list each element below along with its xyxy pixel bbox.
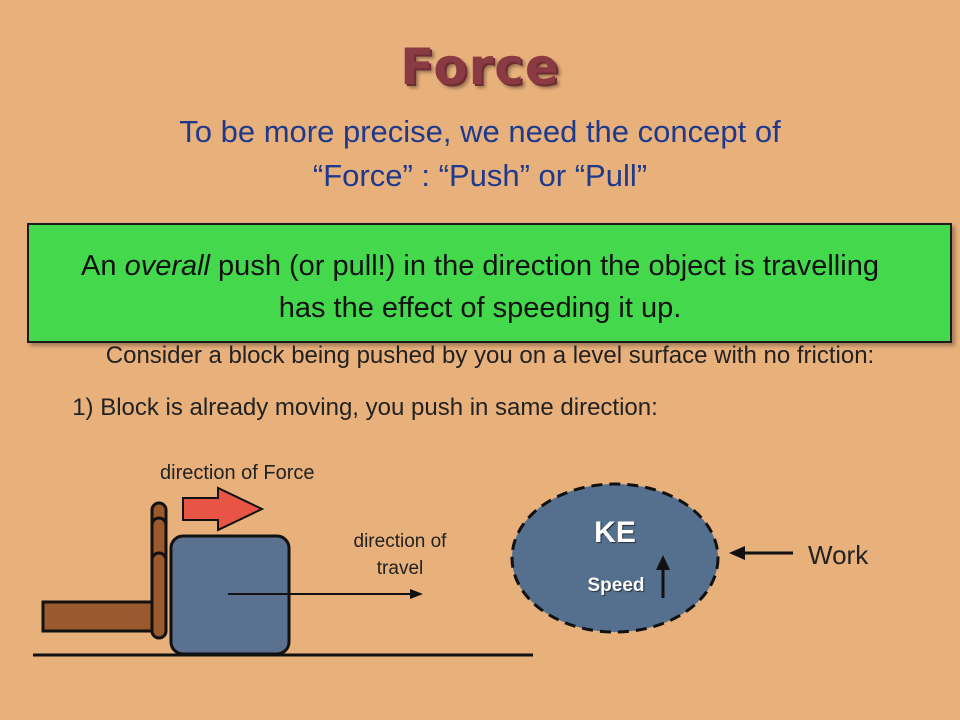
callout-text: An overall push (or pull!) in the direct… (0, 245, 960, 329)
slide-title: Force (400, 38, 560, 96)
travel-label-line-1: direction of (353, 531, 447, 552)
travel-label: direction of travel (320, 528, 480, 582)
case-1-text: 1) Block is already moving, you push in … (72, 394, 658, 421)
callout-prefix: An (81, 250, 125, 282)
pusher-arm (41, 600, 165, 633)
speed-up-arrow-head (656, 555, 670, 570)
ke-circle (510, 482, 720, 634)
force-arrow (182, 486, 265, 532)
consider-text: Consider a block being pushed by you on … (105, 342, 875, 369)
travel-label-line-2: travel (376, 558, 424, 579)
ke-label: KE (594, 516, 636, 549)
speed-label: Speed (587, 575, 645, 596)
subtitle-line-1: To be more precise, we need the concept … (179, 114, 781, 149)
callout-emphasis: overall (124, 250, 210, 282)
force-label: direction of Force (160, 462, 315, 484)
pusher-rod-bottom (150, 551, 168, 640)
work-label: Work (808, 540, 869, 570)
callout-line-1: An overall push (or pull!) in the direct… (0, 245, 960, 287)
callout-line-2: has the effect of speeding it up. (278, 292, 682, 324)
callout-box (27, 223, 952, 343)
work-arrow-head (729, 546, 745, 560)
subtitle-line-2: “Force” : “Push” or “Pull” (312, 158, 648, 193)
callout-rest: push (or pull!) in the direction the obj… (210, 250, 879, 282)
travel-arrow-head (410, 589, 423, 599)
subtitle: To be more precise, we need the concept … (0, 110, 960, 198)
